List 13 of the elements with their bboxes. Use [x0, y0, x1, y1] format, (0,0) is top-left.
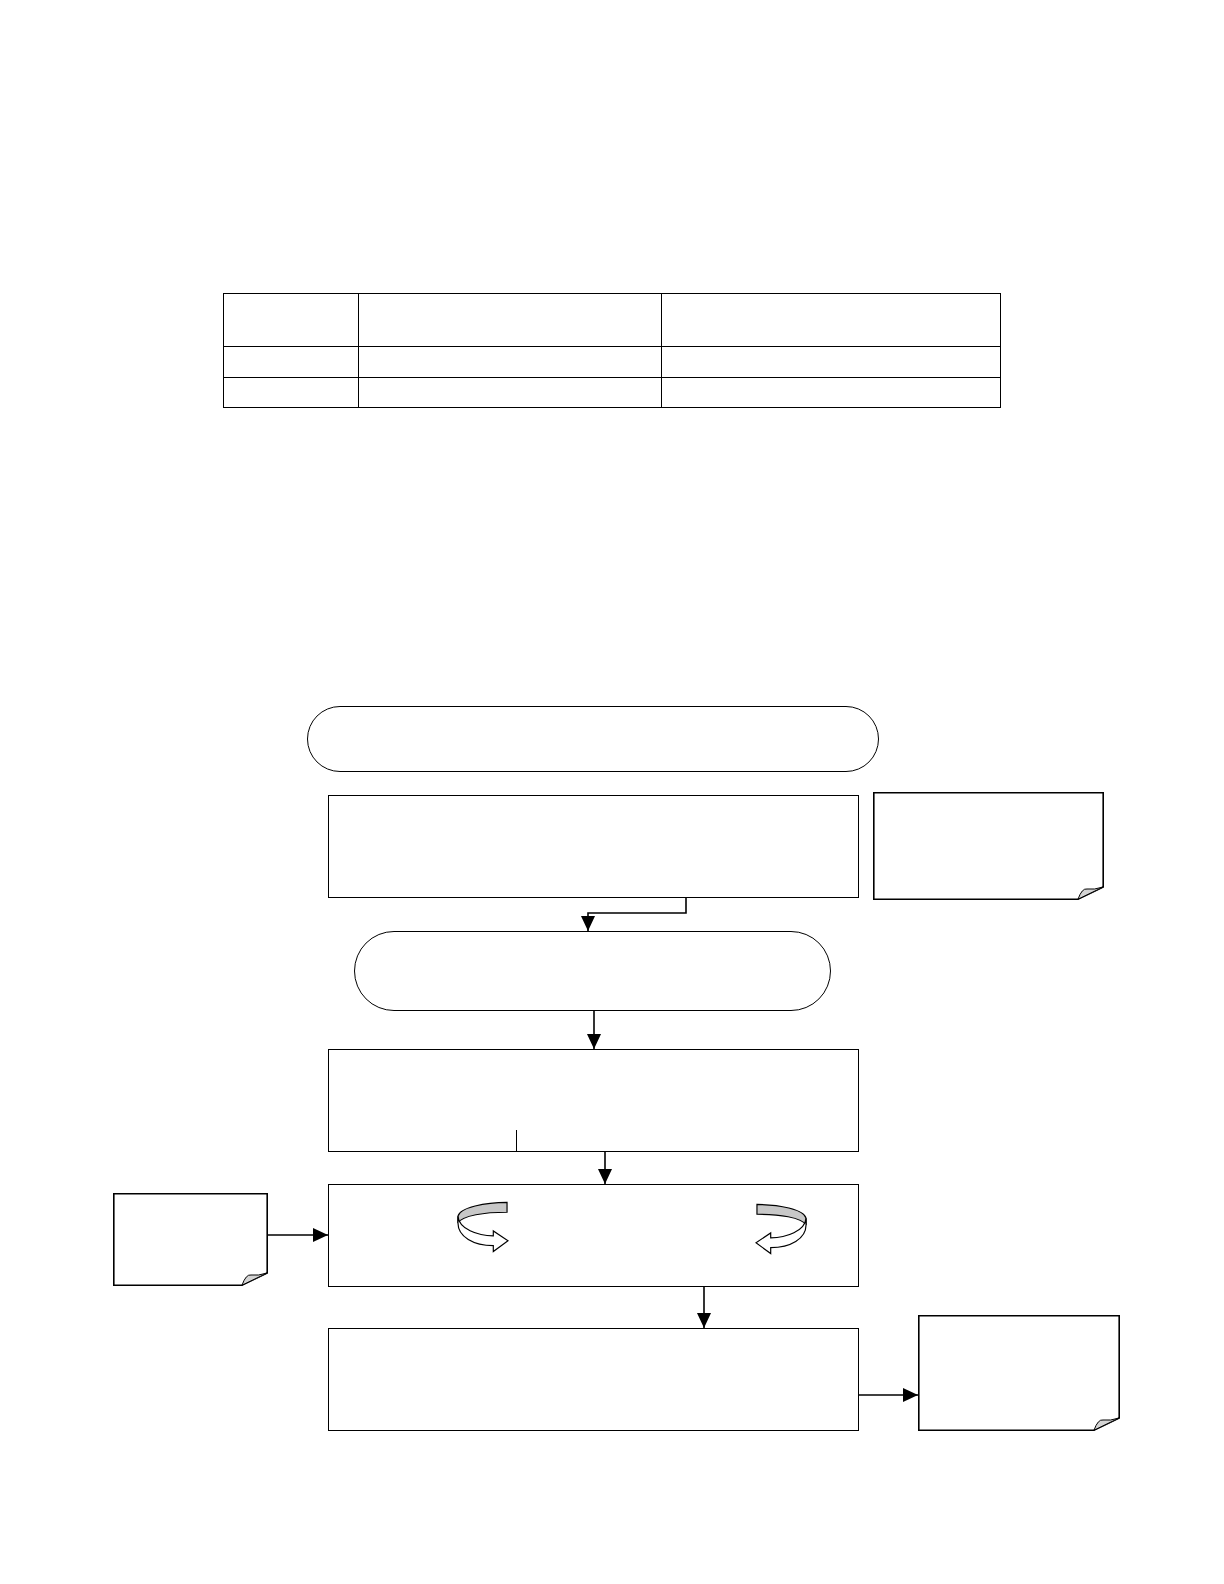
- process-box: [328, 1184, 859, 1287]
- arrow: [267, 1228, 329, 1242]
- arrow: [858, 1388, 919, 1402]
- arrow: [598, 1151, 612, 1185]
- process-box: [328, 795, 859, 898]
- arrow: [587, 1010, 601, 1050]
- note-page: [113, 1193, 268, 1286]
- arrow: [581, 897, 687, 932]
- note-page: [873, 792, 1104, 900]
- arrow: [697, 1286, 711, 1329]
- process-box: [328, 1328, 859, 1431]
- note-page: [918, 1315, 1120, 1431]
- process-box: [328, 1049, 859, 1152]
